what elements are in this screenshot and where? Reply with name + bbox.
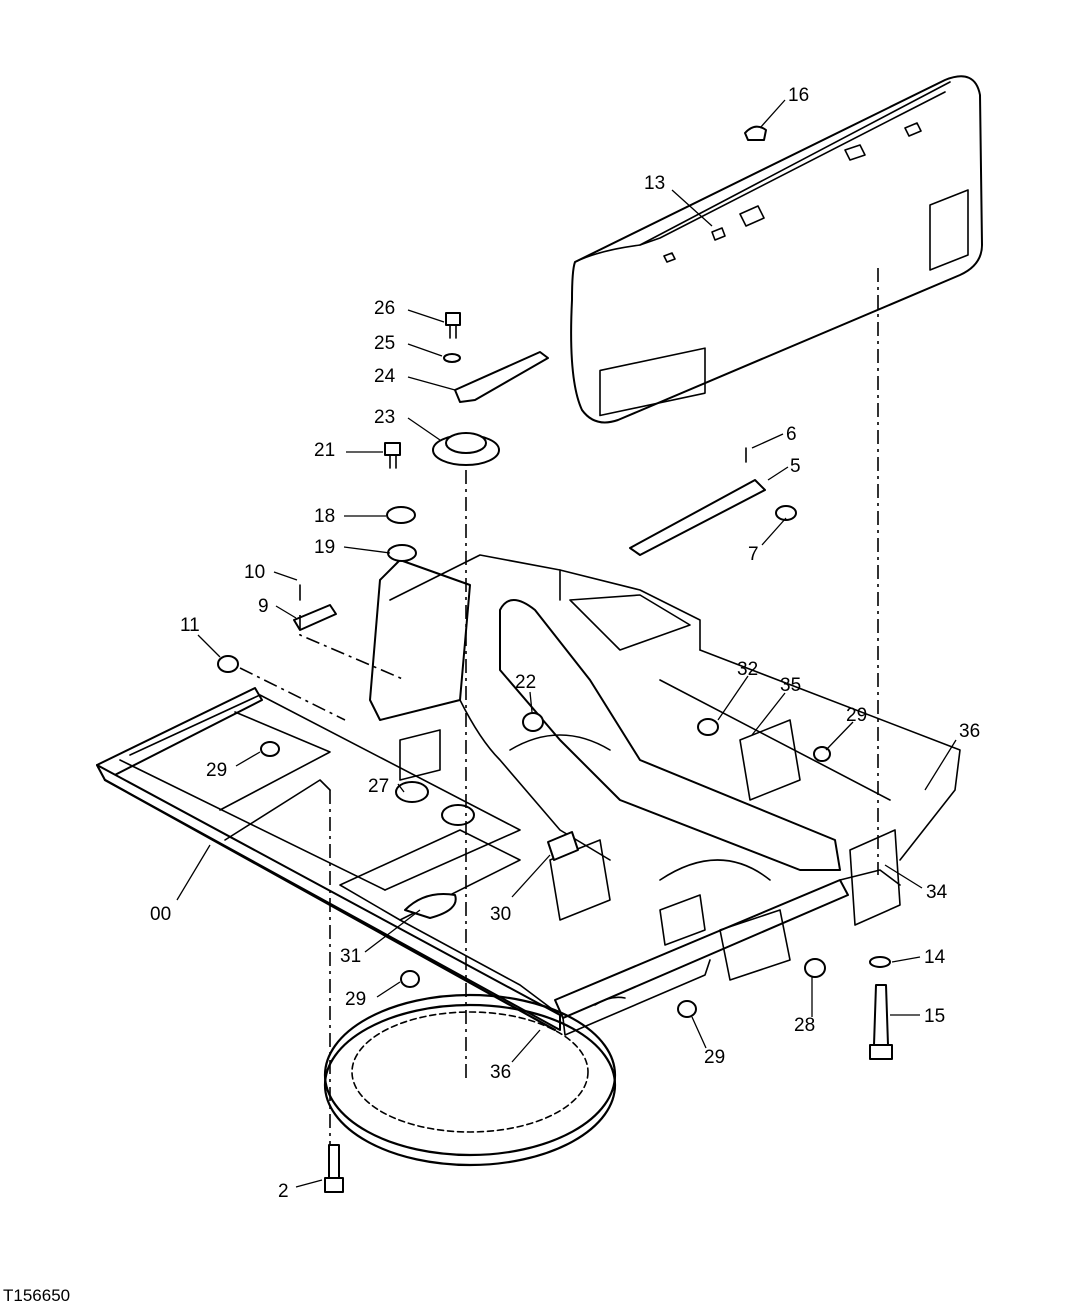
main-frame — [96, 554, 961, 1036]
callout-27: 27 — [368, 776, 389, 797]
swing-bearing — [323, 993, 617, 1167]
callout-13: 13 — [644, 173, 665, 194]
callout-2: 2 — [278, 1181, 289, 1202]
callout-25: 25 — [374, 333, 395, 354]
callout-29-right: 29 — [846, 705, 867, 726]
counterweight — [570, 75, 983, 424]
callout-29-bottom-right: 29 — [704, 1047, 725, 1068]
callout-11: 11 — [180, 615, 200, 636]
callout-32: 32 — [737, 659, 758, 680]
callout-14: 14 — [924, 947, 946, 968]
figure-code: T156650 — [3, 1286, 70, 1304]
leader-lines — [176, 99, 957, 1188]
assembly-axes — [239, 268, 879, 1145]
callout-6: 6 — [786, 424, 797, 445]
callout-24: 24 — [374, 366, 396, 387]
callout-21: 21 — [314, 440, 335, 461]
callout-9: 9 — [258, 596, 269, 617]
callout-29-bottom-left: 29 — [345, 989, 366, 1010]
callout-26: 26 — [374, 298, 395, 319]
callout-31: 31 — [340, 946, 361, 967]
callout-34: 34 — [926, 882, 948, 903]
callout-36-ring: 36 — [490, 1062, 511, 1083]
callout-35: 35 — [780, 675, 801, 696]
callout-16: 16 — [788, 85, 809, 106]
callout-10: 10 — [244, 562, 265, 583]
callout-7: 7 — [748, 544, 759, 565]
callout-29-left: 29 — [206, 760, 227, 781]
callout-23: 23 — [374, 407, 395, 428]
callout-28: 28 — [794, 1015, 815, 1036]
callout-19: 19 — [314, 537, 335, 558]
callout-00: 00 — [150, 904, 171, 925]
callout-5: 5 — [790, 456, 801, 477]
callout-30: 30 — [490, 904, 511, 925]
small-parts — [217, 125, 893, 1193]
callout-22: 22 — [515, 672, 536, 693]
callout-15: 15 — [924, 1006, 945, 1027]
callout-18: 18 — [314, 506, 335, 527]
callout-36-right: 36 — [959, 721, 980, 742]
callout-labels: 16 13 26 25 24 23 21 6 5 7 18 19 10 9 11… — [150, 85, 980, 1202]
